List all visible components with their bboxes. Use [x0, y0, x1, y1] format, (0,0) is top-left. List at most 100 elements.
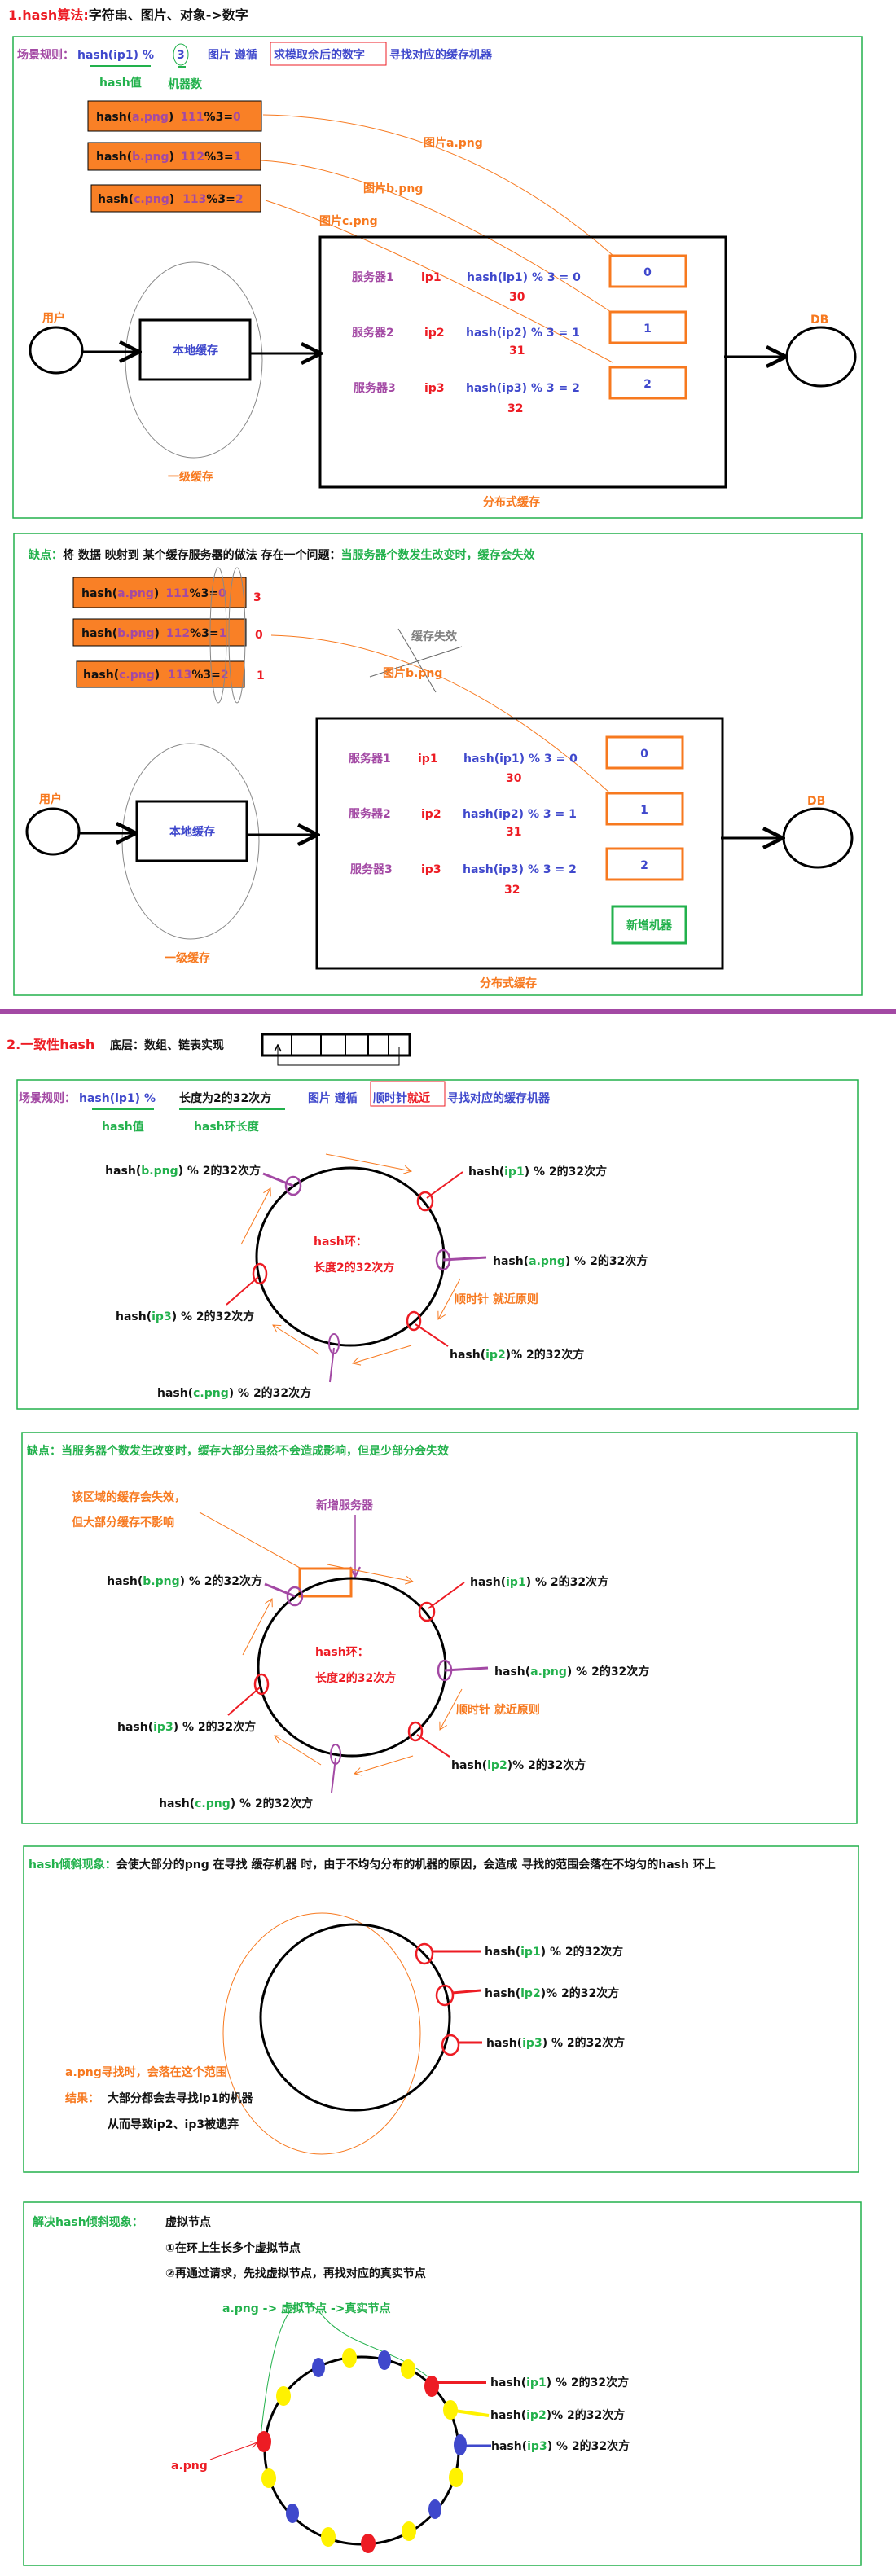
new-result-c: 1 [257, 669, 265, 682]
svg-text:hash(a.png) % 2的32次方: hash(a.png) % 2的32次方 [493, 1254, 648, 1268]
new-machine-label: 新增机器 [626, 919, 673, 933]
node-ip3: hash(ip3) % 2的32次方 [441, 2034, 625, 2056]
svg-text:31: 31 [509, 344, 525, 358]
clockwise-rule-label: 顺时针 就近原则 [456, 1703, 540, 1717]
highlight-box [270, 42, 387, 66]
server-row-1: 服务器1 ip1 hash(ip1) % 3 = 0 30 0 [349, 735, 684, 785]
virtual-node [443, 2400, 458, 2420]
note-hash-value: hash值 [102, 1120, 144, 1134]
curve-label-a: 图片a.png [424, 136, 483, 150]
svg-text:服务器3: 服务器3 [350, 862, 393, 876]
node-ip3: hash(ip3) % 2的32次方 [116, 1262, 268, 1323]
hash-box-c: hash(c.png)113%3=2 [90, 184, 261, 213]
distributed-cache-label: 分布式缓存 [480, 976, 537, 990]
virtual-node [261, 2468, 276, 2488]
svg-text:1: 1 [640, 804, 648, 817]
highlight-box [370, 1081, 446, 1107]
step-2: ②再通过请求，先找虚拟节点，再找对应的真实节点 [165, 2267, 426, 2280]
virtual-node [276, 2386, 291, 2406]
section5-frame [23, 1845, 859, 2173]
svg-text:hash(ip2)% 2的32次方: hash(ip2)% 2的32次方 [451, 1758, 586, 1772]
svg-text:hash(c.png) % 2的32次方: hash(c.png) % 2的32次方 [157, 1386, 311, 1400]
affected-note-2: 但大部分缓存不影响 [71, 1516, 174, 1529]
svg-text:hash(ip2) % 3 = 1: hash(ip2) % 3 = 1 [463, 808, 577, 821]
curve-a [262, 114, 614, 257]
svg-text:hash(ip3) % 2的32次方: hash(ip3) % 2的32次方 [486, 2036, 625, 2050]
l1-cache-ellipse [125, 261, 263, 459]
result-text: 大部分都会去寻找ip1的机器 [108, 2091, 254, 2105]
rule-modulus: 长度为2的32次方 [179, 1091, 271, 1105]
svg-text:hash(ip1) % 2的32次方: hash(ip1) % 2的32次方 [490, 2376, 629, 2389]
cross-line [397, 628, 437, 693]
real-node-ip2: hash(ip2)% 2的32次方 [454, 2408, 625, 2422]
svg-text:ip2: ip2 [424, 327, 445, 340]
rule-highlight: 顺时针就近 [373, 1091, 430, 1105]
svg-text:ip3: ip3 [424, 382, 445, 395]
hash-ring [257, 1577, 447, 1758]
svg-text:hash(ip3) % 2的32次方: hash(ip3) % 2的32次方 [117, 1720, 256, 1734]
virtual-node [378, 2350, 391, 2370]
rule-line: 场景规则：hash(ip1) % [17, 48, 154, 62]
section3-title: 2.一致性hash [7, 1037, 94, 1052]
svg-text:32: 32 [507, 402, 523, 415]
svg-text:2: 2 [640, 859, 648, 872]
section3-subtitle: 底层：数组、链表实现 [110, 1038, 224, 1052]
array-icon [261, 1033, 411, 1066]
svg-text:hash(a.png) % 2的32次方: hash(a.png) % 2的32次方 [494, 1665, 649, 1679]
local-cache-label: 本地缓存 [173, 344, 218, 358]
section4-frame [21, 1432, 858, 1824]
l1-cache-label: 一级缓存 [165, 951, 210, 965]
hash-box-b: hash(b.png)112%3=1 [72, 618, 247, 647]
distributed-cache-label: 分布式缓存 [483, 495, 540, 509]
virtual-node [342, 2348, 357, 2368]
section6-header-label: 解决hash倾斜现象： [33, 2215, 143, 2229]
section1-frame [12, 36, 863, 519]
svg-text:服务器2: 服务器2 [349, 807, 391, 821]
node-ip2: hash(ip2)% 2的32次方 [406, 1310, 584, 1362]
curve-c [265, 200, 613, 363]
user-circle [29, 326, 84, 375]
section-hash-algorithm: 1.hash算法:字符串、图片、对象->数字 场景规则：hash(ip1) % … [8, 7, 863, 519]
svg-text:hash(b.png) % 2的32次方: hash(b.png) % 2的32次方 [105, 1164, 261, 1178]
svg-text:服务器2: 服务器2 [352, 326, 394, 340]
section4-header: 缺点：当服务器个数发生改变时，缓存大部分虽然不会造成影响，但是少部分会失效 [27, 1444, 450, 1458]
svg-text:服务器3: 服务器3 [354, 381, 396, 395]
section-virtual-nodes: 解决hash倾斜现象： 虚拟节点 ①在环上生长多个虚拟节点 ②再通过请求，先找虚… [23, 2201, 862, 2566]
rule-follow: 图片 遵循 [308, 1091, 358, 1105]
clockwise-arrows [242, 1564, 463, 1776]
svg-text:hash(b.png) % 2的32次方: hash(b.png) % 2的32次方 [107, 1574, 262, 1588]
svg-text:0: 0 [643, 266, 652, 279]
clockwise-rule-label: 顺时针 就近原则 [455, 1292, 538, 1306]
lookup-curve [260, 2302, 433, 2438]
request-arrow [209, 2442, 257, 2460]
svg-text:服务器1: 服务器1 [349, 752, 391, 766]
section-divider [0, 1009, 896, 1014]
new-server-label: 新增服务器 [316, 1499, 374, 1512]
section-consistent-hash: 2.一致性hash 底层：数组、链表实现 场景规则：hash(ip1) % 长度… [7, 1033, 859, 1410]
section-drawback-modulo: 缺点：将 数据 映射到 某个缓存服务器的做法 存在一个问题：当服务器个数发生改变… [13, 533, 863, 996]
curve-label-b: 图片b.png [383, 666, 442, 680]
curve-b [260, 160, 612, 313]
node-c-png: hash(c.png) % 2的32次方 [157, 1333, 340, 1400]
node-a-png: hash(a.png) % 2的32次方 [435, 1249, 648, 1271]
section3-frame [16, 1079, 859, 1410]
modulus-value: 3 [177, 49, 185, 62]
svg-text:31: 31 [506, 826, 521, 839]
affected-note-1: 该区域的缓存会失效， [72, 1490, 186, 1504]
ring-title: hash环： [314, 1235, 367, 1249]
virtual-node [321, 2527, 336, 2547]
result-text-2: 从而导致ip2、ip3被遗弃 [108, 2117, 239, 2131]
db-circle [785, 326, 857, 388]
note-machine-count: 机器数 [168, 77, 203, 91]
svg-text:hash(ip3) % 2的32次方: hash(ip3) % 2的32次方 [491, 2439, 630, 2453]
node-ip1: hash(ip1) % 2的32次方 [415, 1942, 623, 1965]
rule-rest: 寻找对应的缓存机器 [389, 48, 493, 62]
affected-region-box [298, 1567, 353, 1598]
hash-box-a: hash(a.png)111%3=0 [87, 100, 262, 132]
svg-text:0: 0 [640, 748, 648, 761]
clockwise-arrows [240, 1153, 461, 1366]
cache-architecture-diagram-2: 用户 本地缓存 服务器1 ip1 hash(ip1) % 3 = 0 30 0 … [25, 717, 854, 990]
section-consistent-hash-drawback: 缺点：当服务器个数发生改变时，缓存大部分虽然不会造成影响，但是少部分会失效 该区… [21, 1432, 858, 1824]
svg-text:服务器1: 服务器1 [352, 270, 394, 284]
